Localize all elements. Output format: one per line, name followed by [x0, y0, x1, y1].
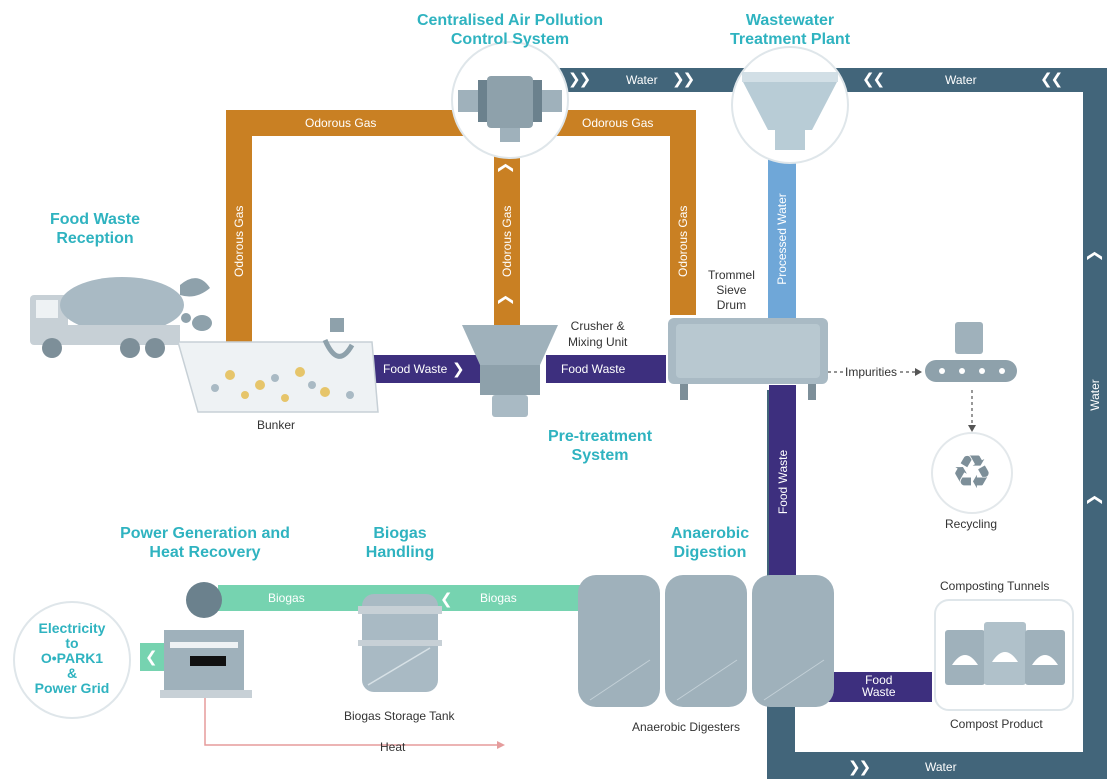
water-pipe-bottom — [767, 752, 1107, 779]
water-label-bottom: Water — [925, 760, 957, 774]
digesters-label: Anaerobic Digesters — [632, 720, 741, 734]
chevron-left-icon: ❮❮ — [862, 71, 885, 88]
chevron-up-icon: ❯ — [1085, 251, 1103, 263]
recycling-circle — [931, 432, 1013, 514]
food-pipe-1 — [366, 355, 486, 383]
biogas-label-2: Biogas — [480, 591, 517, 605]
crusher-label: Crusher &Mixing Unit — [568, 319, 628, 349]
heat-label: Heat — [380, 740, 406, 754]
electricity-circle — [13, 601, 131, 719]
heat-arrowhead — [497, 741, 505, 749]
water-label-top-right: Water — [945, 73, 977, 87]
chevron-left-icon: ❮ — [145, 649, 158, 666]
gas-pipe-right — [670, 110, 696, 315]
food-pipe-down — [769, 385, 796, 580]
water-pipe-right — [1083, 68, 1107, 779]
biogas-tank-label: Biogas Storage Tank — [344, 709, 455, 723]
gas-label-right: Odorous Gas — [582, 116, 654, 130]
chevron-right-icon: ❯❯ — [848, 759, 871, 776]
processed-water-pipe — [768, 150, 796, 318]
bunker-label: Bunker — [257, 418, 296, 432]
gas-label-left: Odorous Gas — [305, 116, 377, 130]
chevron-up-icon: ❯ — [496, 163, 514, 175]
water-label-top-left: Water — [626, 73, 658, 87]
recycle-icon: ♻ — [951, 446, 993, 498]
crusher-body — [462, 325, 558, 365]
digester-tanks — [578, 575, 834, 707]
chevron-up-icon: ❯ — [1085, 495, 1103, 507]
composting-tunnels-label: Composting Tunnels — [940, 579, 1050, 593]
generator-dome — [186, 582, 222, 618]
recycling-label: Recycling — [945, 517, 998, 531]
chevron-up-icon: ❯ — [496, 295, 514, 307]
gas-label-vertical-middle: Odorous Gas — [500, 205, 514, 277]
biogas-label-1: Biogas — [268, 591, 305, 605]
truck-icon — [30, 277, 212, 358]
food-pipe-compost — [828, 672, 932, 702]
food-pipe-2 — [546, 355, 666, 383]
gas-pipe-middle — [494, 136, 520, 336]
food-waste-label-2: Food Waste — [561, 362, 626, 376]
chevron-right-icon: ❯❯ — [568, 71, 591, 88]
gas-label-vertical-right: Odorous Gas — [676, 205, 690, 277]
heat-line — [204, 690, 497, 746]
food-waste-label-1: Food Waste — [383, 362, 448, 376]
gas-label-vertical-left: Odorous Gas — [232, 205, 246, 277]
impurities-label: Impurities — [843, 365, 900, 379]
compost-product-label: Compost Product — [950, 717, 1043, 731]
chevron-left-icon: ❮❮ — [1040, 71, 1063, 88]
water-label-right: Water — [1088, 379, 1102, 411]
food-waste-label-vertical: Food Waste — [776, 449, 790, 515]
gas-pipe-left — [226, 110, 252, 345]
conveyor — [925, 360, 1017, 382]
chevron-right-icon: ❯❯ — [672, 71, 695, 88]
chevron-right-icon: ❯ — [452, 361, 465, 378]
processed-water-label: Processed Water — [775, 193, 789, 285]
chevron-left-icon: ❮ — [440, 591, 453, 608]
